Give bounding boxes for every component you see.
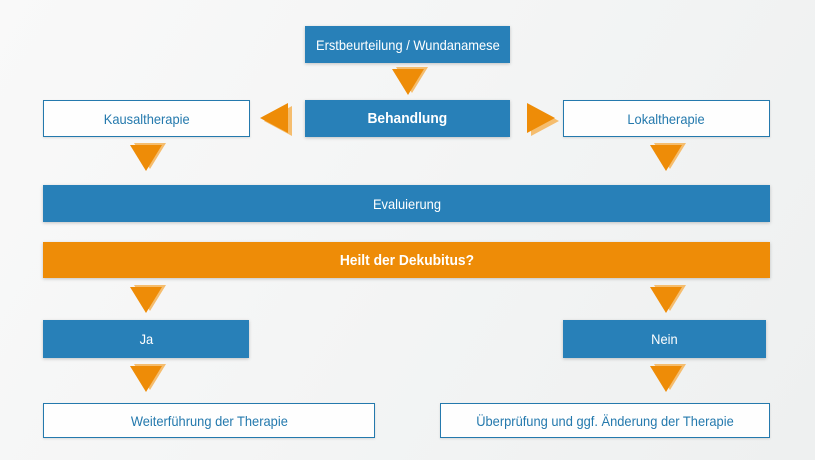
arrow-down-icon: [650, 143, 686, 171]
node-ja-label: Ja: [139, 331, 153, 347]
arrow-down-icon: [130, 143, 166, 171]
node-erstbeurteilung: Erstbeurteilung / Wundanamese: [305, 26, 510, 63]
node-heilt-der-dekubitus: Heilt der Dekubitus?: [43, 242, 770, 278]
node-lokaltherapie-label: Lokaltherapie: [627, 110, 706, 127]
arrow-shape: [130, 287, 162, 313]
node-nein-label: Nein: [651, 331, 678, 347]
node-kausaltherapie-label: Kausaltherapie: [103, 110, 190, 127]
arrow-down-icon: [130, 285, 166, 313]
node-evaluierung: Evaluierung: [43, 185, 770, 222]
node-behandlung: Behandlung: [305, 100, 510, 137]
node-behandlung-label: Behandlung: [367, 110, 448, 127]
arrow-shape: [650, 366, 682, 392]
node-ueberpruefung-aenderung-der-therapie: Überprüfung und ggf. Änderung der Therap…: [440, 403, 770, 438]
node-erstbeurteilung-label: Erstbeurteilung / Wundanamese: [315, 36, 500, 53]
arrow-down-icon: [392, 67, 428, 95]
arrow-down-icon: [650, 285, 686, 313]
arrow-shape: [130, 145, 162, 171]
arrow-shape: [650, 287, 682, 313]
arrow-shape: [130, 366, 162, 392]
arrow-right-icon: [527, 103, 559, 136]
node-weiterfuehrung-der-therapie: Weiterführung der Therapie: [43, 403, 375, 438]
node-weiterfuehrung-label: Weiterführung der Therapie: [130, 412, 288, 429]
node-kausaltherapie: Kausaltherapie: [43, 100, 250, 137]
arrow-down-icon: [130, 364, 166, 392]
node-evaluierung-label: Evaluierung: [372, 195, 441, 212]
node-nein: Nein: [563, 320, 766, 358]
node-ueberpruefung-label: Überprüfung und ggf. Änderung der Therap…: [476, 412, 734, 429]
arrow-down-icon: [650, 364, 686, 392]
arrow-shape: [260, 103, 288, 133]
node-heilt-der-dekubitus-label: Heilt der Dekubitus?: [339, 251, 474, 269]
arrow-shape: [392, 69, 424, 95]
node-lokaltherapie: Lokaltherapie: [563, 100, 770, 137]
arrow-left-icon: [260, 103, 292, 136]
node-ja: Ja: [43, 320, 249, 358]
arrow-shape: [527, 103, 555, 133]
arrow-shape: [650, 145, 682, 171]
